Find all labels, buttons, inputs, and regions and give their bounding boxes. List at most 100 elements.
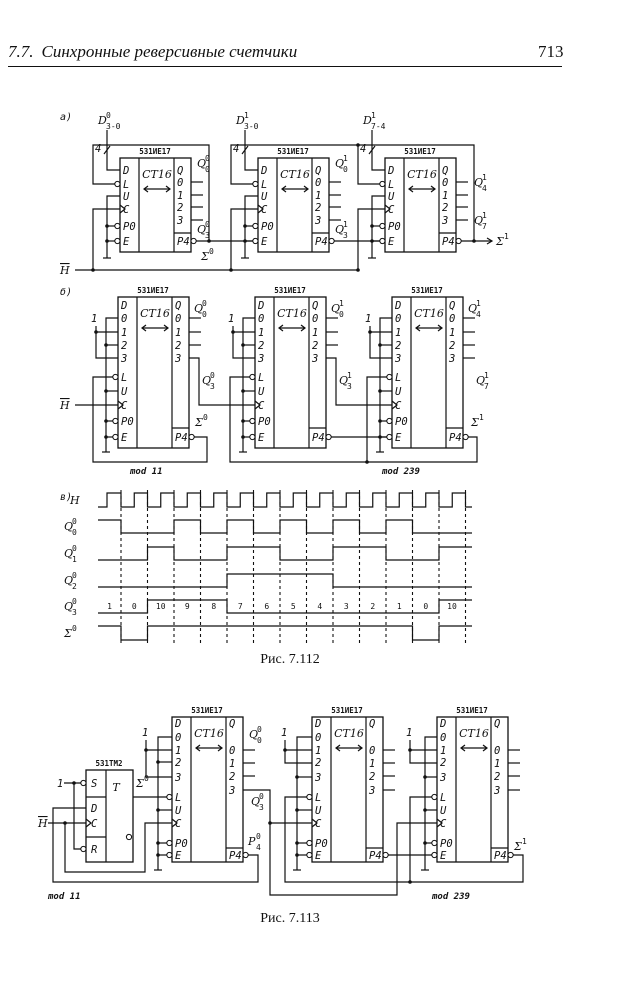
inversion-bubble bbox=[249, 433, 256, 441]
chip-output-pin-label: 0 bbox=[315, 177, 321, 189]
trigger-pin-label: C bbox=[91, 818, 98, 830]
logic-one-label: 1 bbox=[91, 313, 97, 325]
timing-label-q0-subscript: 0 bbox=[72, 528, 77, 537]
chip-output-pin-label: P4 bbox=[312, 432, 325, 444]
chip-input-pin-label: P0 bbox=[123, 221, 136, 233]
junction-dot bbox=[243, 224, 247, 228]
chip-function-label: CT16 bbox=[140, 307, 170, 320]
chip-output-pin-label: 2 bbox=[312, 340, 318, 352]
logic-one-label: 1 bbox=[142, 727, 148, 739]
chip-input-pin-label: L bbox=[258, 372, 264, 384]
chip-input-pin-label: U bbox=[175, 805, 182, 817]
logic-one-line bbox=[284, 740, 312, 764]
chip-input-pin-label: U bbox=[261, 191, 268, 203]
carry-label: Σ bbox=[200, 250, 209, 263]
chip-output-pin-label: 1 bbox=[229, 758, 235, 770]
carry-label: Σ bbox=[495, 235, 504, 248]
trigger-body bbox=[85, 769, 134, 863]
arrow-head-icon bbox=[143, 185, 149, 193]
bus-slash bbox=[241, 145, 249, 155]
clock-line bbox=[92, 208, 120, 270]
carry-label-subscript: 4 bbox=[256, 843, 261, 852]
junction-dot bbox=[144, 748, 148, 752]
output-label-superscript: 0 bbox=[210, 371, 215, 380]
clock-input-triangle-icon bbox=[384, 204, 391, 214]
chip-output-pin-label: 3 bbox=[493, 785, 500, 797]
junction-dot bbox=[408, 748, 412, 752]
chip-output-pin-label: P4 bbox=[175, 432, 188, 444]
output-label-subscript: 0 bbox=[339, 310, 344, 319]
chip-input-pin-label: 1 bbox=[175, 745, 181, 757]
clock-input-triangle-icon bbox=[171, 818, 178, 828]
chip-input-pin-label: P0 bbox=[315, 838, 328, 850]
output-label: Q bbox=[474, 176, 483, 189]
chip-part-number: 531ИЕ17 bbox=[411, 286, 443, 295]
inversion-bubble bbox=[379, 180, 386, 188]
chip-output-pin-label: 3 bbox=[368, 785, 375, 797]
chip-input-pin-label: E bbox=[121, 432, 128, 444]
chip-output-pin-label: 1 bbox=[312, 327, 318, 339]
chip-output-pin-label: 3 bbox=[314, 215, 321, 227]
count-value: 10 bbox=[156, 602, 166, 611]
inversion-bubble bbox=[507, 851, 514, 859]
chip-input-pin-label: U bbox=[395, 386, 402, 398]
carry-label-superscript: 0 bbox=[144, 774, 149, 783]
output-label-superscript: 0 bbox=[205, 220, 210, 229]
chip-function-label: CT16 bbox=[194, 727, 224, 740]
chip-function-label: CT16 bbox=[407, 168, 437, 181]
data-bus bbox=[244, 130, 258, 171]
chip-output-pin-label: P4 bbox=[315, 236, 328, 248]
chip-input-pin-label: 3 bbox=[120, 353, 127, 365]
inversion-bubble bbox=[306, 793, 313, 801]
arrow-head-icon bbox=[278, 324, 284, 332]
output-label-subscript: 3 bbox=[205, 231, 210, 240]
output-label: Q bbox=[194, 302, 203, 315]
junction-dot bbox=[295, 853, 299, 857]
chip-input-pin-label: P0 bbox=[261, 221, 274, 233]
chip-output-pin-label: 3 bbox=[176, 215, 183, 227]
chip-output-pin-label: 1 bbox=[442, 190, 448, 202]
chip-input-pin-label: U bbox=[258, 386, 265, 398]
junction-dot bbox=[408, 880, 412, 884]
count-value: 7 bbox=[238, 602, 243, 611]
inversion-bubble bbox=[114, 237, 121, 245]
logic-one-label: 1 bbox=[365, 313, 371, 325]
inversion-bubble bbox=[379, 237, 386, 245]
chip-output-pin-label: 0 bbox=[175, 313, 181, 325]
timing-label-q1-subscript: 1 bbox=[72, 555, 77, 564]
junction-dot bbox=[94, 330, 98, 334]
chip-part-number: 531ИЕ17 bbox=[404, 147, 436, 156]
output-label: Q bbox=[202, 374, 211, 387]
data-input-label-superscript: 1 bbox=[244, 111, 249, 120]
chip-input-pin-label: 3 bbox=[174, 772, 181, 784]
chip-input-pin-label: 3 bbox=[394, 353, 401, 365]
chip-input-pin-label: P0 bbox=[175, 838, 188, 850]
chip-input-pin-label: 0 bbox=[395, 313, 401, 325]
feedback-line bbox=[284, 796, 524, 883]
feedback-line bbox=[409, 796, 432, 882]
timing-label-q1-superscript: 0 bbox=[72, 544, 77, 553]
carry-label-superscript: 0 bbox=[209, 247, 214, 256]
timing-label-q3: Q bbox=[64, 600, 73, 613]
chip-input-pin-label: L bbox=[388, 179, 394, 191]
chip-input-pin-label: C bbox=[175, 818, 182, 830]
trigger-part-number: 531ТМ2 bbox=[95, 759, 122, 768]
output-label-subscript: 4 bbox=[482, 184, 487, 193]
chip-output-pin-label: Q bbox=[449, 300, 455, 312]
clock-input-triangle-icon bbox=[391, 400, 398, 410]
arrow-head-icon bbox=[195, 744, 201, 752]
chip-input-pin-label: L bbox=[123, 179, 129, 191]
bus-width-label: 4 bbox=[360, 143, 366, 155]
chip-input-pin-label: C bbox=[440, 818, 447, 830]
chip-input-pin-label: D bbox=[439, 718, 446, 730]
junction-dot bbox=[378, 419, 382, 423]
arrow-head-icon bbox=[217, 744, 223, 752]
logic-one-line bbox=[409, 740, 437, 764]
junction-dot bbox=[423, 775, 427, 779]
arrow-head-icon bbox=[335, 744, 341, 752]
timing-label-carry-superscript: 0 bbox=[72, 624, 77, 633]
inversion-bubble bbox=[249, 373, 256, 381]
timing-label-q3-subscript: 3 bbox=[72, 608, 77, 617]
